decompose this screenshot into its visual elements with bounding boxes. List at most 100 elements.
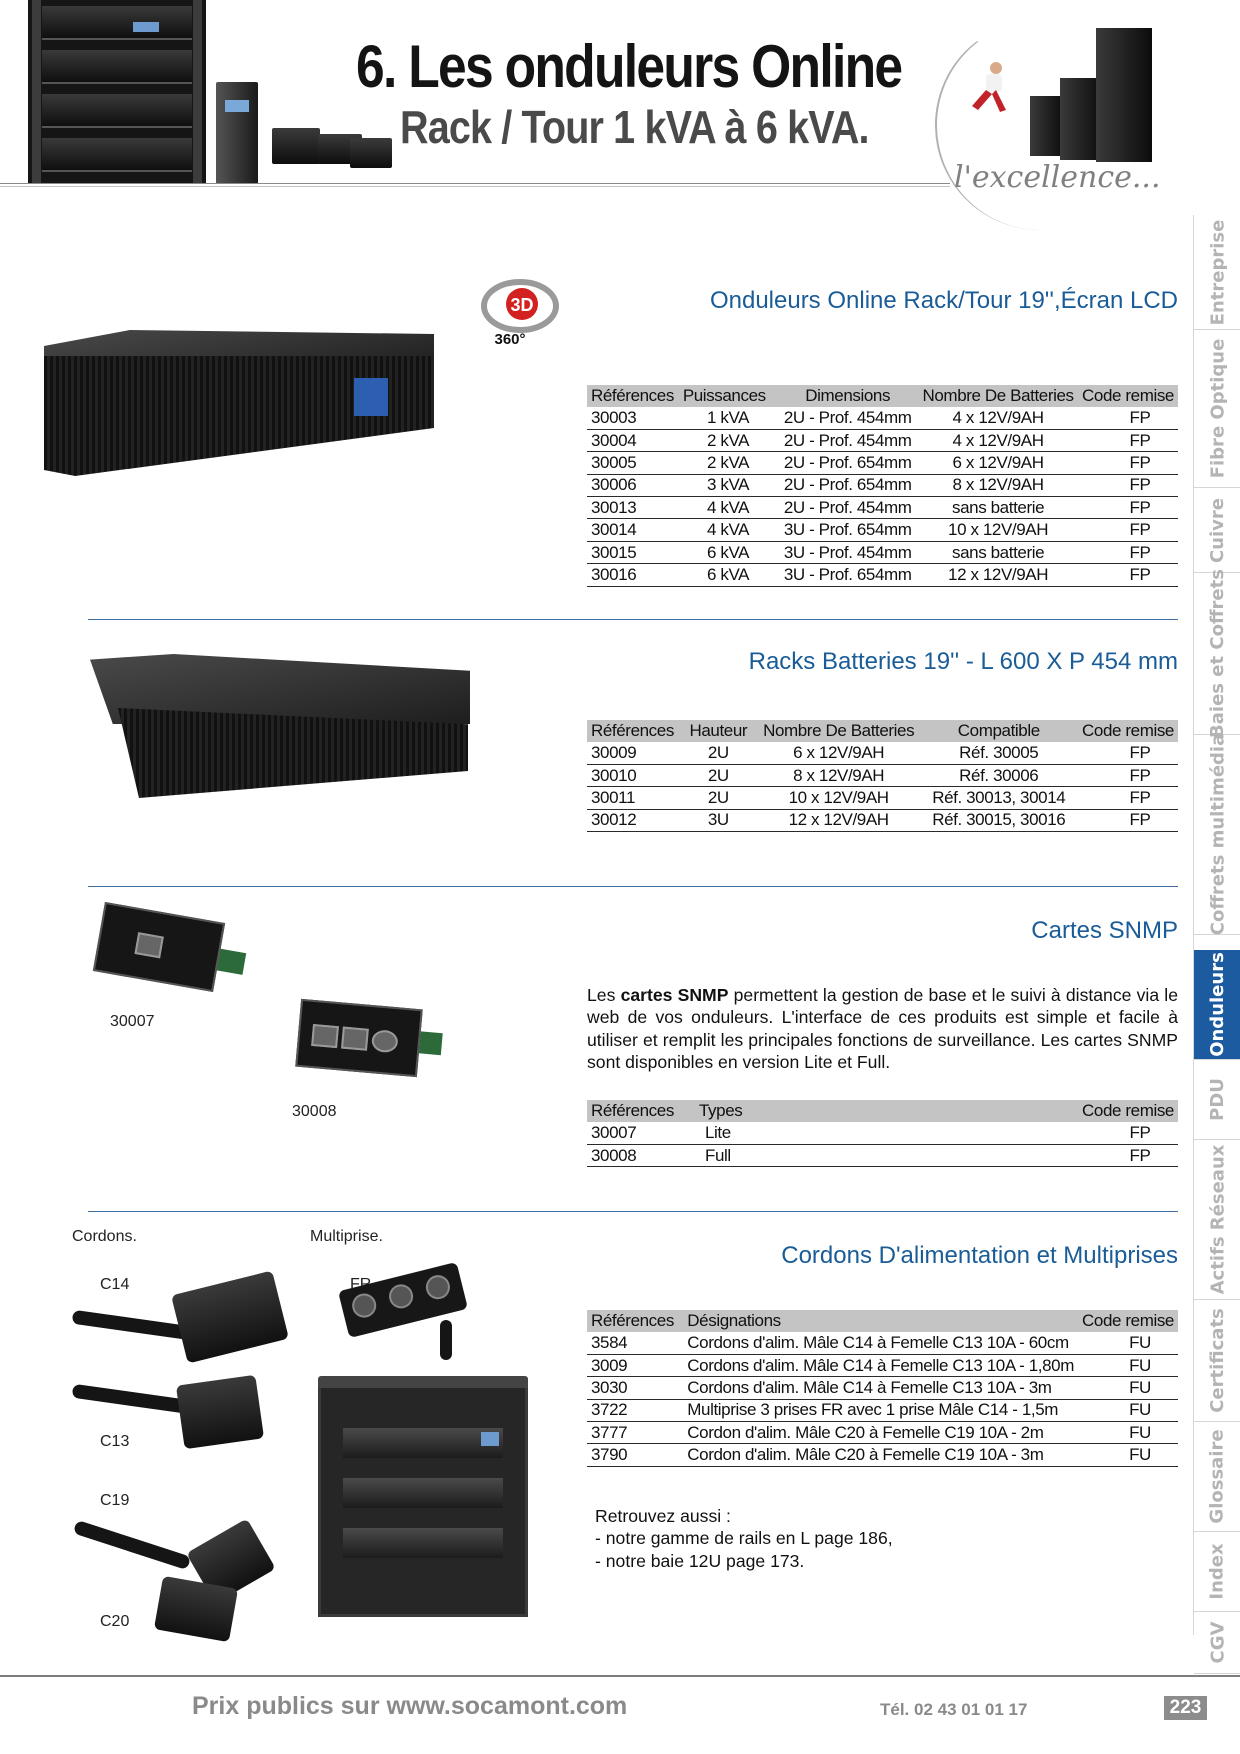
- c14-cable-photo: [71, 1309, 193, 1341]
- cords-table: Références Désignations Code remise 3584…: [587, 1310, 1178, 1467]
- footer-phone: Tél. 02 43 01 01 17: [880, 1700, 1028, 1719]
- col-header: Nombre De Batteries: [918, 385, 1079, 407]
- c19-cable-photo: [72, 1519, 192, 1571]
- col-header: Nombre De Batteries: [757, 720, 920, 742]
- col-header: Hauteur: [678, 720, 758, 742]
- table-header-row: Références Hauteur Nombre De Batteries C…: [587, 720, 1178, 742]
- rack-cabinet-photo: [28, 0, 206, 184]
- section-divider: [88, 1211, 1178, 1212]
- tab-certificats[interactable]: Certificats: [1194, 1300, 1240, 1422]
- page-subtitle: Rack / Tour 1 kVA à 6 kVA.: [400, 101, 870, 153]
- tab-cuivre[interactable]: Cuivre: [1194, 488, 1240, 573]
- jumping-figure-illustration: [972, 62, 1006, 112]
- table-header-row: Références Désignations Code remise: [587, 1310, 1178, 1332]
- snmp-card-full-photo: [295, 998, 443, 1078]
- tab-actifs-reseaux[interactable]: Actifs Réseaux: [1194, 1140, 1240, 1300]
- brand-tagline: l'excellence...: [954, 160, 1161, 195]
- snmp-card-caption: 30007: [110, 1013, 155, 1030]
- tab-baies-et-coffrets[interactable]: Baies et Coffrets: [1194, 569, 1240, 738]
- col-header: Code remise: [1078, 1100, 1178, 1122]
- ups-tower-photo: [1060, 78, 1102, 160]
- snmp-card-lite-photo: [92, 901, 247, 993]
- section-index-tabs: Entreprise Fibre Optique Cuivre Baies et…: [1193, 215, 1240, 1674]
- tab-pdu[interactable]: PDU: [1194, 1060, 1240, 1140]
- col-header: Types: [695, 1100, 1078, 1122]
- c20-label: C20: [100, 1613, 130, 1630]
- col-header: Code remise: [1078, 720, 1178, 742]
- col-header: Références: [587, 385, 679, 407]
- col-header: Code remise: [1078, 385, 1178, 407]
- c13-plug-photo: [175, 1374, 265, 1450]
- c13-label: C13: [100, 1433, 130, 1450]
- table-header-row: Références Types Code remise: [587, 1100, 1178, 1122]
- lcd-screen: [354, 378, 388, 416]
- section-title-cords: Cordons D'alimentation et Multiprises: [781, 1242, 1178, 1269]
- header-rule: [0, 183, 950, 184]
- tab-cgv[interactable]: CGV: [1194, 1612, 1240, 1674]
- snmp-card-caption: 30008: [292, 1103, 337, 1120]
- battery-rack-photo: [88, 652, 473, 824]
- 360-label: 360°: [494, 331, 525, 348]
- decorative-arc: [935, 20, 1145, 230]
- tab-glossaire[interactable]: Glossaire: [1194, 1422, 1240, 1532]
- col-header: Désignations: [683, 1310, 1078, 1332]
- section-title-batteries: Racks Batteries 19'' - L 600 X P 454 mm: [748, 648, 1178, 675]
- see-also-heading: Retrouvez aussi :: [595, 1506, 731, 1526]
- c19-label: C19: [100, 1492, 130, 1509]
- footer-rule: [0, 1675, 1240, 1677]
- see-also-link[interactable]: - notre baie 12U page 173.: [595, 1550, 805, 1571]
- page-header: 6. Les onduleurs Online Rack / Tour 1 kV…: [0, 0, 1240, 230]
- ups-tower-photo: [1030, 96, 1064, 156]
- ups-small-photo: [350, 138, 392, 168]
- power-strip-cable-photo: [440, 1320, 452, 1360]
- page-number: 223: [1164, 1696, 1207, 1720]
- see-also-link[interactable]: - notre gamme de rails en L page 186,: [595, 1528, 893, 1549]
- 3d-360-icon[interactable]: 3D 360°: [480, 276, 560, 348]
- c14-plug-photo: [171, 1270, 289, 1364]
- 3d-label: 3D: [510, 295, 533, 315]
- footer-prices-link[interactable]: Prix publics sur www.socamont.com: [192, 1692, 628, 1720]
- col-header: Références: [587, 1310, 684, 1332]
- page-title: 6. Les onduleurs Online: [356, 33, 903, 100]
- see-also-note: Retrouvez aussi : - notre gamme de rails…: [595, 1505, 893, 1572]
- ups-rack-photo: [40, 326, 440, 506]
- section-title-ups: Onduleurs Online Rack/Tour 19'',Écran LC…: [709, 287, 1178, 314]
- battery-table: Références Hauteur Nombre De Batteries C…: [587, 720, 1178, 833]
- tab-entreprise[interactable]: Entreprise: [1194, 215, 1240, 330]
- ups-tower-photo: [1096, 28, 1152, 162]
- ups-table: Références Puissances Dimensions Nombre …: [587, 385, 1178, 587]
- header-rule: [0, 186, 950, 187]
- tab-index[interactable]: Index: [1194, 1532, 1240, 1612]
- tab-fibre-optique[interactable]: Fibre Optique: [1194, 330, 1240, 488]
- c13-cable-photo: [71, 1383, 193, 1415]
- section-title-snmp: Cartes SNMP: [1031, 917, 1178, 944]
- tab-coffrets-multimedia[interactable]: Coffrets multimédia: [1194, 734, 1240, 935]
- tab-onduleurs[interactable]: Onduleurs: [1194, 950, 1240, 1060]
- col-header: Références: [587, 720, 679, 742]
- network-cabinet-photo: [318, 1376, 528, 1617]
- table-header-row: Références Puissances Dimensions Nombre …: [587, 385, 1178, 407]
- col-header: Puissances: [678, 385, 778, 407]
- power-strip-label: Multiprise.: [310, 1228, 383, 1245]
